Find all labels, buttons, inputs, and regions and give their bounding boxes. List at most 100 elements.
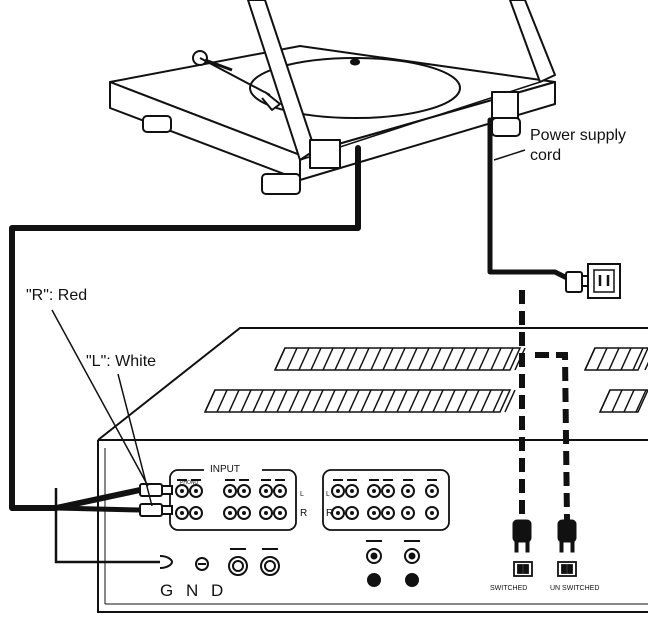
vent-outline bbox=[273, 347, 522, 371]
rca-jack-center bbox=[372, 489, 376, 493]
turntable-platter bbox=[249, 57, 461, 119]
rca-jack-center bbox=[180, 511, 184, 515]
vent-slot bbox=[632, 347, 644, 371]
ch-r-label-right: R bbox=[326, 508, 333, 519]
vent-slot bbox=[310, 347, 322, 371]
vent-slot bbox=[372, 389, 384, 413]
unswitched-label: UN SWITCHED bbox=[550, 585, 599, 592]
power-label-leader bbox=[493, 149, 526, 161]
rca-jack-center bbox=[350, 489, 354, 493]
ac-plug-unswitched bbox=[557, 519, 577, 553]
vent-slot bbox=[384, 389, 396, 413]
vent-slot bbox=[252, 389, 264, 413]
wall-outlet bbox=[587, 263, 621, 299]
vent-slot bbox=[358, 347, 370, 371]
vent-slot bbox=[240, 389, 252, 413]
ch-r-label-left: R bbox=[300, 508, 307, 519]
rca-jack-center bbox=[372, 511, 376, 515]
rca-jack-center bbox=[180, 489, 184, 493]
vent-slot bbox=[324, 389, 336, 413]
vent-slot bbox=[394, 347, 406, 371]
turntable bbox=[109, 0, 556, 195]
vent-slot bbox=[322, 347, 334, 371]
turntable-foot-1 bbox=[142, 115, 172, 133]
jack-tick bbox=[369, 479, 379, 481]
r-label-leader bbox=[51, 309, 149, 487]
rca-jack-center bbox=[406, 489, 410, 493]
rca-jack-center bbox=[228, 511, 232, 515]
vent-outline bbox=[583, 347, 648, 371]
turntable-foot-2 bbox=[261, 173, 301, 195]
audio-cable bbox=[9, 145, 361, 511]
vent-slot bbox=[408, 389, 420, 413]
vent-slot bbox=[300, 389, 312, 413]
vent-slot bbox=[228, 389, 240, 413]
vent-slot bbox=[382, 347, 394, 371]
vent-slot bbox=[336, 389, 348, 413]
lower-jack-dots bbox=[230, 540, 420, 550]
gnd-terminal bbox=[159, 555, 209, 571]
power-plug bbox=[565, 271, 590, 293]
jack-tick bbox=[275, 479, 285, 481]
rca-jack-center bbox=[194, 511, 198, 515]
hinge-right bbox=[491, 91, 519, 119]
rca-jack-center bbox=[430, 511, 434, 515]
vent-slot bbox=[620, 347, 632, 371]
vent-slot bbox=[216, 389, 228, 413]
rca-jack-center bbox=[194, 489, 198, 493]
vent-slot bbox=[276, 389, 288, 413]
vent-slot bbox=[504, 389, 516, 413]
rca-jack-center bbox=[386, 511, 390, 515]
vent-slot bbox=[298, 347, 310, 371]
input-label: INPUT bbox=[210, 464, 240, 475]
lower-jacks bbox=[228, 548, 420, 587]
rca-jack-center bbox=[278, 489, 282, 493]
rca-jack-center bbox=[430, 489, 434, 493]
vent-slot bbox=[454, 347, 466, 371]
vent-slot bbox=[288, 389, 300, 413]
vent-slot bbox=[478, 347, 490, 371]
ac-outlet-unswitched bbox=[557, 561, 577, 577]
rca-jack-center bbox=[228, 489, 232, 493]
vent-slot bbox=[644, 361, 648, 371]
vent-slot bbox=[502, 347, 514, 371]
vent-slot bbox=[264, 389, 276, 413]
vent-slot bbox=[348, 389, 360, 413]
vent-slot bbox=[611, 389, 623, 413]
jack-tick bbox=[347, 479, 357, 481]
jack-tick bbox=[383, 479, 393, 481]
jack-tick bbox=[239, 479, 249, 481]
vent-slot bbox=[334, 347, 346, 371]
r-channel-label: "R": Red bbox=[26, 287, 87, 304]
rca-jack-center bbox=[264, 511, 268, 515]
vent-slot bbox=[514, 347, 526, 371]
rca-jack-center bbox=[406, 511, 410, 515]
jack-tick bbox=[191, 479, 201, 481]
turntable-foot-3 bbox=[491, 117, 521, 137]
ac-plug-switched bbox=[512, 519, 532, 553]
rca-jack-center bbox=[386, 489, 390, 493]
jack-tick bbox=[225, 479, 235, 481]
vent-slot bbox=[492, 389, 504, 413]
rca-jack-center bbox=[242, 489, 246, 493]
amp-top-edge bbox=[97, 327, 648, 441]
jack-tick bbox=[177, 479, 187, 481]
vent-slot bbox=[430, 347, 442, 371]
vent-slot bbox=[596, 347, 608, 371]
l-channel-label: "L": White bbox=[86, 353, 156, 370]
vent-slot bbox=[418, 347, 430, 371]
input-label-bg bbox=[204, 462, 262, 476]
rca-jack-center bbox=[242, 511, 246, 515]
switched-label: SWITCHED bbox=[490, 585, 527, 592]
vent-slot bbox=[312, 389, 324, 413]
vent-slot bbox=[432, 389, 444, 413]
vent-slot bbox=[623, 389, 635, 413]
jack-tick bbox=[333, 479, 343, 481]
vent-slot bbox=[286, 347, 298, 371]
jack-tick bbox=[261, 479, 271, 481]
vent-slot bbox=[466, 347, 478, 371]
vent-slot bbox=[468, 389, 480, 413]
unswitched-cord-dashed bbox=[535, 352, 570, 521]
